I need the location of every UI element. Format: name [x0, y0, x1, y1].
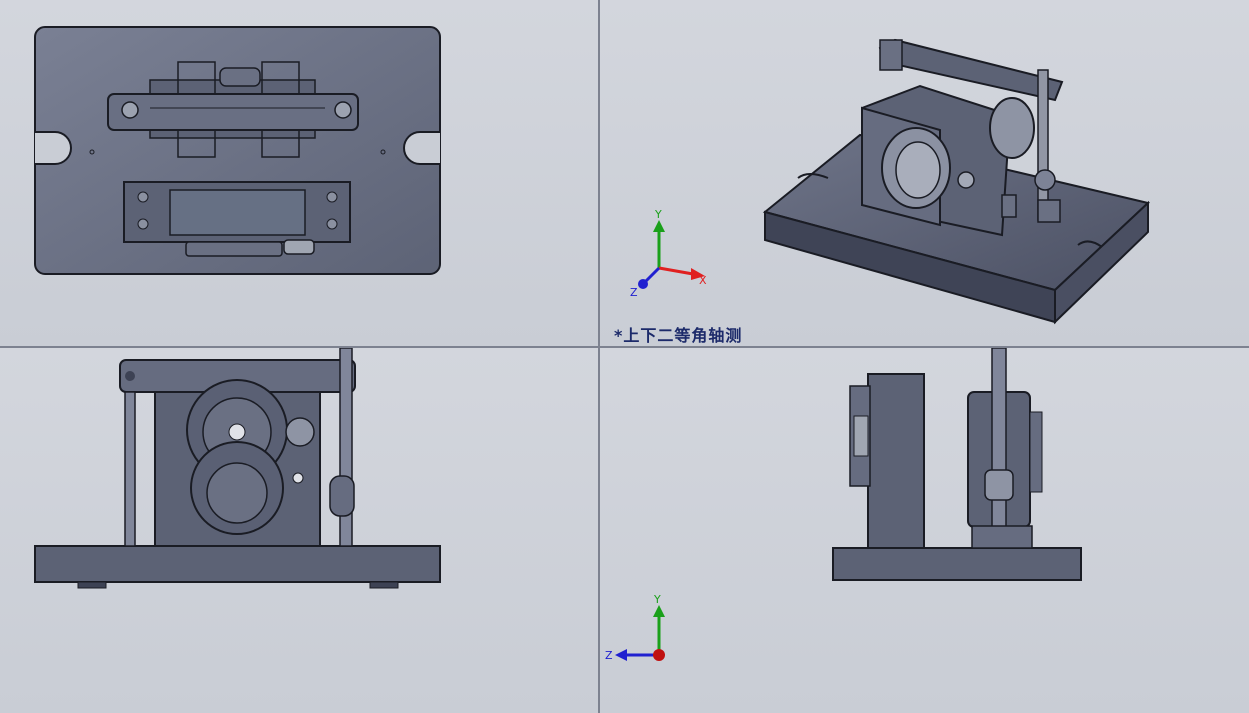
viewport-front-view[interactable]: [0, 348, 598, 713]
triad-iso-y-label: Y: [654, 208, 662, 221]
viewport-divider-vertical[interactable]: [598, 0, 600, 713]
top-view-drawing: [34, 26, 441, 275]
viewport-divider-horizontal[interactable]: [0, 346, 1249, 348]
triad-side: Y Z: [605, 593, 665, 662]
right-view-drawing: [832, 348, 1082, 581]
isometric-view-drawing: [762, 38, 1151, 325]
slot-left: [35, 131, 72, 165]
front-view-drawing: [34, 348, 441, 589]
right-base: [832, 547, 1082, 581]
lever-arm: [107, 93, 359, 131]
viewport-right-view[interactable]: Y Z: [600, 348, 1249, 713]
triad-iso-x-label: X: [699, 274, 707, 287]
viewport-top-view[interactable]: [0, 0, 598, 346]
view-orientation-label: *上下二等角轴测: [614, 326, 743, 345]
viewport-isometric-view[interactable]: Y X Z *上下二等角轴测: [600, 0, 1249, 346]
triad-side-z-label: Z: [605, 649, 613, 662]
triad-side-y-label: Y: [653, 593, 661, 606]
slot-right: [403, 131, 440, 165]
right-block: [867, 373, 925, 549]
triad-isometric: Y X Z: [630, 208, 707, 299]
front-base: [34, 545, 441, 583]
triad-iso-z-label: Z: [630, 286, 638, 299]
